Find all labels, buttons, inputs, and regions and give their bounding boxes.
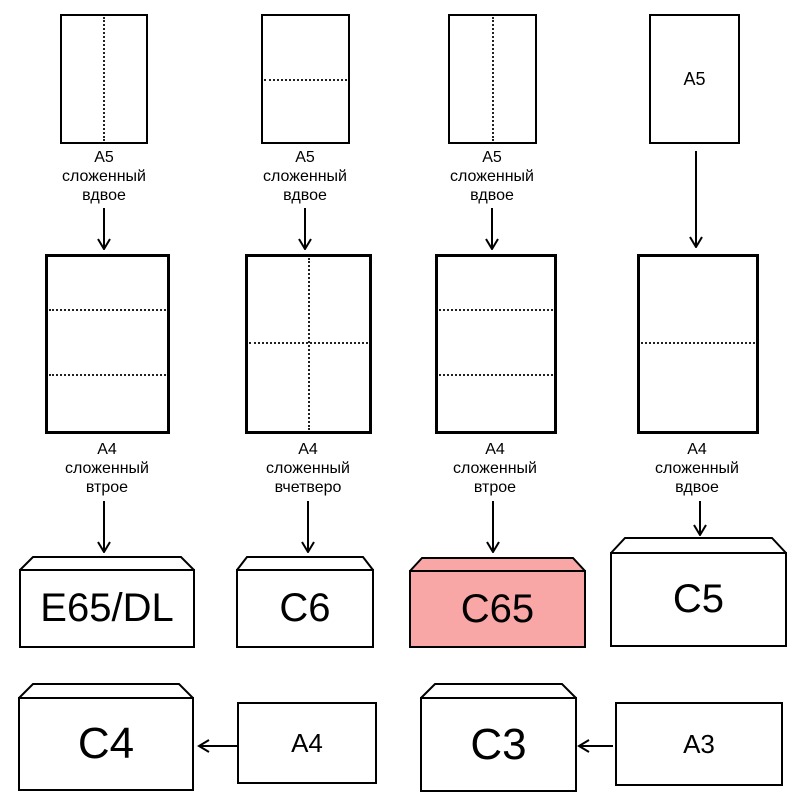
envelope-c3: C3	[420, 683, 577, 792]
envelope-e65dl-flap	[19, 556, 195, 571]
fold-line-horizontal	[49, 309, 166, 312]
envelope-c6-flap	[236, 556, 374, 571]
envelope-c3-body	[420, 697, 577, 792]
envelope-c4: C4	[18, 683, 194, 791]
sheet-a4-3	[435, 254, 557, 434]
envelope-c3-label: C3	[470, 719, 527, 769]
sheet-a3-flat-label: A3	[683, 728, 715, 759]
envelope-e65dl: E65/DL	[19, 556, 195, 648]
arrow-left-a3-to-c3	[577, 739, 613, 753]
arrow-down-a5-1	[97, 208, 111, 250]
envelope-c65-flap	[409, 557, 586, 572]
caption-a5-1: А5 сложенный вдвое	[62, 149, 146, 204]
sheet-a5-3	[448, 14, 537, 144]
fold-line-vertical	[103, 17, 105, 141]
arrow-down-a4-3	[486, 501, 500, 553]
sheet-a3-flat: A3	[615, 702, 783, 786]
caption-a4-3: А4 сложенный втрое	[453, 441, 537, 496]
arrow-down-a4-4	[693, 501, 707, 536]
envelope-c5-label: C5	[672, 577, 725, 621]
envelope-c6-body	[236, 569, 374, 648]
caption-a5-2: А5 сложенный вдвое	[263, 149, 347, 204]
sheet-a5-1	[60, 14, 148, 144]
arrow-down-a4-1	[97, 501, 111, 553]
arrow-left-a4-to-c4	[197, 739, 237, 753]
envelope-c4-flap	[18, 683, 194, 699]
caption-a5-3: А5 сложенный вдвое	[450, 149, 534, 204]
envelope-c65-label: C65	[460, 586, 535, 631]
envelope-e65dl-body	[19, 569, 195, 648]
envelope-c4-body	[18, 697, 194, 791]
fold-line-horizontal	[439, 309, 553, 312]
arrow-down-a4-2	[301, 501, 315, 553]
fold-line-horizontal	[641, 342, 755, 345]
envelope-c6: C6	[236, 556, 374, 648]
envelope-c5-body	[610, 552, 787, 647]
arrow-down-a5-2	[298, 208, 312, 250]
fold-line-horizontal	[439, 373, 553, 376]
caption-a4-1: А4 сложенный втрое	[65, 441, 149, 496]
envelope-c65-highlighted: C65	[409, 557, 586, 648]
envelope-c6-label: C6	[279, 586, 331, 630]
envelope-e65dl-label: E65/DL	[40, 586, 174, 630]
fold-line-horizontal	[249, 342, 368, 345]
caption-a4-2: А4 сложенный вчетверо	[266, 441, 350, 496]
envelope-c5-flap	[610, 537, 787, 554]
fold-line-horizontal	[264, 79, 347, 81]
sheet-a4-1	[45, 254, 170, 434]
sheet-a5-4-label: A5	[683, 68, 706, 89]
fold-line-vertical	[491, 17, 494, 141]
sheet-a4-2	[245, 254, 372, 434]
fold-line-horizontal	[49, 373, 166, 376]
sheet-a5-4: A5	[649, 14, 740, 144]
sheet-a4-4	[637, 254, 759, 434]
arrow-down-a5-4	[689, 151, 703, 248]
sheet-a4-flat: A4	[237, 702, 377, 784]
envelope-c4-label: C4	[77, 719, 135, 768]
envelope-c65-body	[409, 570, 586, 648]
caption-a4-4: А4 сложенный вдвое	[655, 441, 739, 496]
arrow-down-a5-3	[485, 208, 499, 250]
sheet-a5-2	[261, 14, 350, 144]
sheet-a4-flat-label: A4	[291, 727, 323, 758]
envelope-c5: C5	[610, 537, 787, 647]
envelope-c3-flap	[420, 683, 577, 699]
